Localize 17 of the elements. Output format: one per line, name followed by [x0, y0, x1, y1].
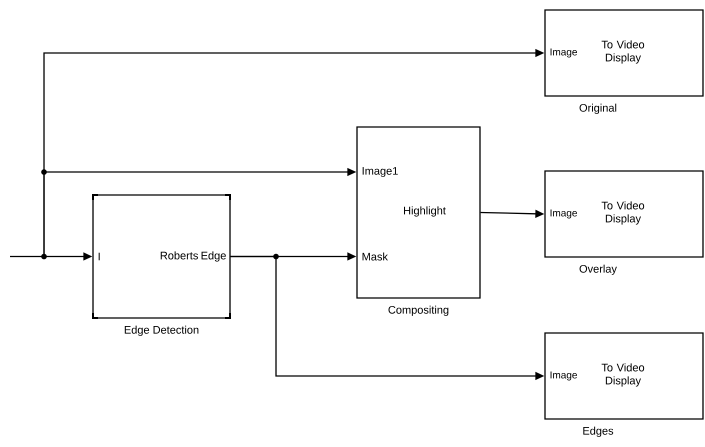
- block-label: To Video Display: [602, 40, 644, 64]
- port-label: Image: [550, 372, 577, 380]
- block-name: Overlay: [580, 264, 617, 275]
- port-label: Image: [550, 210, 577, 218]
- port-label: Mask: [362, 252, 388, 261]
- block-label: Roberts: [160, 251, 198, 260]
- port-label: I: [98, 252, 100, 260]
- block-name: Edge Detection: [124, 326, 198, 336]
- block-label: To Video Display: [602, 363, 644, 387]
- block-name: Compositing: [388, 306, 448, 316]
- block-label: Highlight: [404, 206, 446, 217]
- port-label: Edge: [202, 251, 226, 262]
- block-label: To Video Display: [602, 201, 644, 225]
- block-name: Original: [580, 104, 616, 114]
- block-name: Edges: [583, 426, 614, 437]
- port-label: Image1: [362, 167, 398, 177]
- port-label: Image: [550, 48, 577, 58]
